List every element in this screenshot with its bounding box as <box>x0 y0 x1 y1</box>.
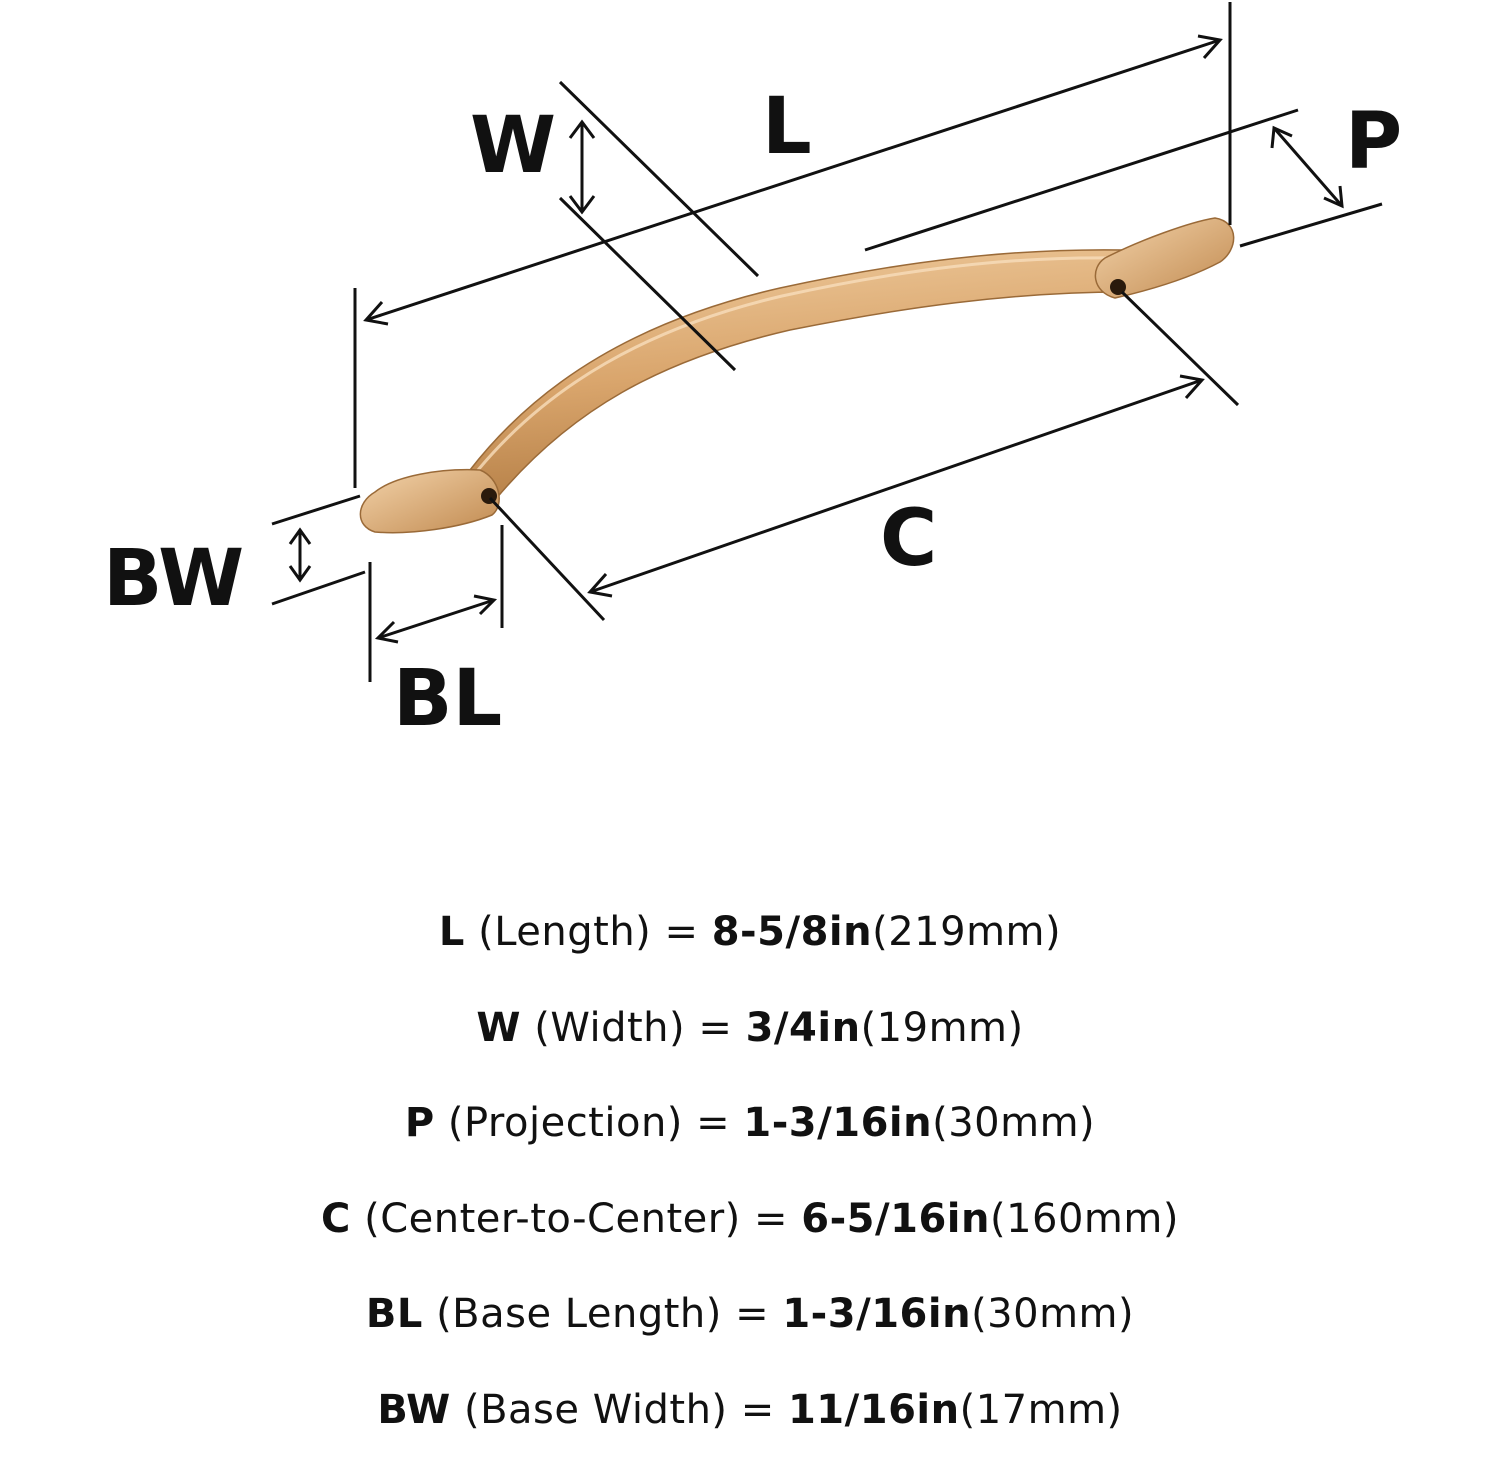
dimension-specifications: L (Length) = 8-5/8in(219mm) W (Width) = … <box>0 885 1500 1458</box>
spec-code: L <box>439 909 465 955</box>
base-width-label: BW <box>103 534 244 624</box>
base-length-dimension-line <box>378 600 494 638</box>
spec-description: (Base Length) = <box>423 1291 782 1337</box>
center-to-center-label: C <box>880 494 937 584</box>
base-width-extension-bottom <box>272 572 365 604</box>
spec-millimeters: (30mm) <box>932 1100 1095 1146</box>
spec-row-base-width: BW (Base Width) = 11/16in(17mm) <box>0 1363 1500 1458</box>
spec-inches: 8-5/8in <box>712 909 872 955</box>
spec-row-length: L (Length) = 8-5/8in(219mm) <box>0 885 1500 981</box>
spec-inches: 6-5/16in <box>801 1196 990 1242</box>
base-width-extension-top <box>272 496 360 524</box>
spec-code: P <box>405 1100 435 1146</box>
projection-extension-bottom <box>1240 204 1382 246</box>
projection-extension-top <box>865 110 1298 250</box>
spec-description: (Center-to-Center) = <box>351 1196 801 1242</box>
spec-description: (Length) = <box>465 909 712 955</box>
width-label: W <box>470 101 556 191</box>
dimension-lines <box>272 2 1382 682</box>
base-length-label: BL <box>393 654 502 744</box>
spec-description: (Projection) = <box>435 1100 744 1146</box>
spec-code: BL <box>366 1291 423 1337</box>
spec-millimeters: (17mm) <box>960 1387 1123 1433</box>
spec-millimeters: (160mm) <box>990 1196 1179 1242</box>
handle-bar <box>470 250 1125 500</box>
length-label: L <box>762 82 812 172</box>
left-base-foot <box>360 470 499 533</box>
spec-inches: 3/4in <box>746 1005 861 1051</box>
cabinet-pull-handle <box>360 218 1233 533</box>
spec-row-width: W (Width) = 3/4in(19mm) <box>0 981 1500 1077</box>
spec-description: (Width) = <box>521 1005 746 1051</box>
spec-inches: 1-3/16in <box>782 1291 971 1337</box>
spec-code: BW <box>377 1387 450 1433</box>
center-extension-left <box>490 498 604 620</box>
spec-description: (Base Width) = <box>451 1387 788 1433</box>
cabinet-pull-dimension-diagram: L W P C BW BL <box>0 0 1500 820</box>
spec-row-projection: P (Projection) = 1-3/16in(30mm) <box>0 1076 1500 1172</box>
spec-row-center-to-center: C (Center-to-Center) = 6-5/16in(160mm) <box>0 1172 1500 1268</box>
projection-dimension-line <box>1274 128 1342 206</box>
projection-label: P <box>1345 97 1402 187</box>
spec-row-base-length: BL (Base Length) = 1-3/16in(30mm) <box>0 1267 1500 1363</box>
spec-millimeters: (219mm) <box>872 909 1061 955</box>
spec-code: W <box>476 1005 521 1051</box>
spec-millimeters: (19mm) <box>861 1005 1024 1051</box>
spec-code: C <box>321 1196 351 1242</box>
spec-millimeters: (30mm) <box>971 1291 1134 1337</box>
spec-inches: 11/16in <box>788 1387 960 1433</box>
spec-inches: 1-3/16in <box>743 1100 932 1146</box>
